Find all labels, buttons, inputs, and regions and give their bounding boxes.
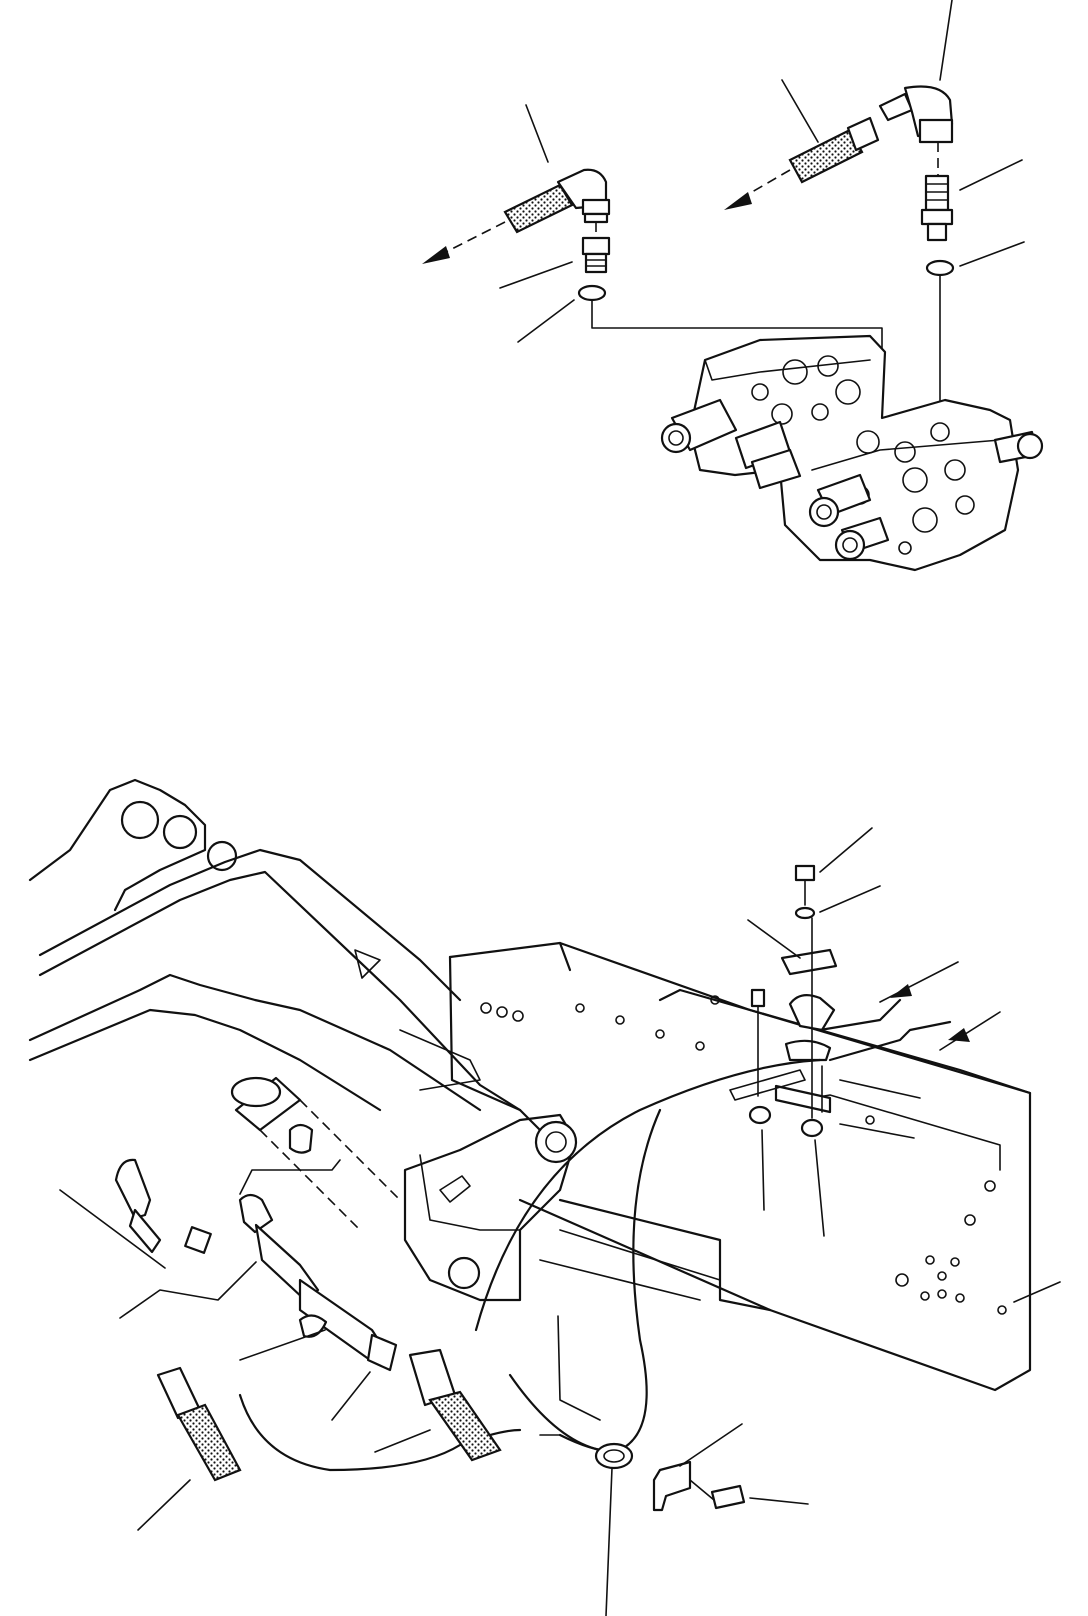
reference-leaders-top <box>499 0 1025 343</box>
boom-arm-upper <box>28 778 542 1132</box>
reference-leaders-bottom <box>59 827 1061 1616</box>
right-elbow-hose-fitting <box>788 85 954 184</box>
boom-cylinder <box>230 1076 401 1231</box>
main-frame <box>448 941 1032 1392</box>
left-o-ring <box>577 284 607 302</box>
boom-arm-lower <box>28 973 482 1112</box>
left-port-leader <box>591 299 883 361</box>
hoses <box>238 998 952 1472</box>
valve-spool-ends <box>660 398 1044 561</box>
control-valve-section <box>422 0 1044 572</box>
left-adapter <box>581 236 611 274</box>
right-o-ring <box>925 259 955 277</box>
left-elbow-hose-fitting <box>503 168 611 240</box>
boom-section <box>28 778 1061 1616</box>
flow-arrow-right <box>724 169 791 210</box>
boom-pivot-bracket <box>403 1113 578 1302</box>
control-valve-block <box>688 334 1020 572</box>
flow-arrow-left <box>422 221 506 264</box>
hose-clamp-bottom <box>539 1434 746 1512</box>
left-hose-fittings <box>114 1158 502 1482</box>
hose-clamp-assembly <box>729 864 838 1138</box>
right-adapter <box>920 174 954 242</box>
